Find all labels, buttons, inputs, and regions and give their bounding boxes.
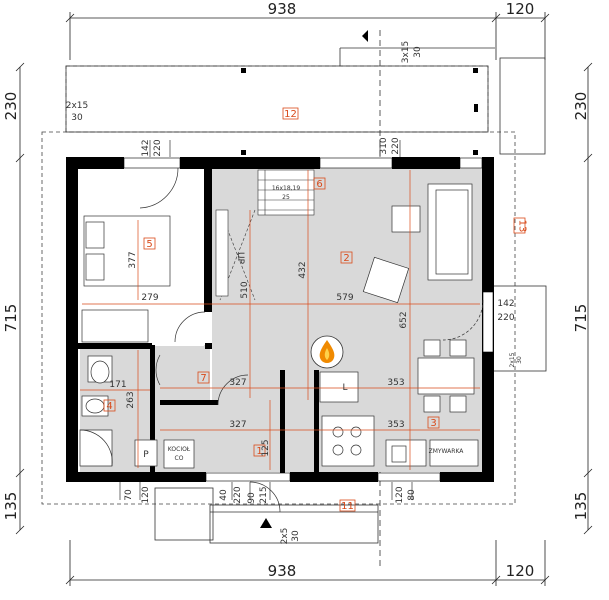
dim-279: 279 — [141, 293, 158, 303]
room-label-6: 6 — [316, 179, 322, 190]
dim-220-top: 220 — [153, 139, 163, 156]
room-label-1: 1 — [256, 446, 262, 457]
dim-bottom-right: 120 — [506, 562, 535, 580]
dim-579: 579 — [336, 293, 353, 303]
outer-dimension-lines — [15, 12, 593, 586]
dim-left-top: 230 — [2, 92, 20, 121]
windows — [123, 157, 494, 482]
dim-right-bottom: 135 — [572, 492, 590, 521]
dim-bottom-120-left: 120 — [141, 486, 151, 503]
dim-171: 171 — [109, 380, 126, 390]
dim-125: 125 — [261, 439, 271, 456]
top-steps-sub: 30 — [413, 46, 423, 58]
dim-353-lower: 353 — [387, 420, 404, 430]
walls — [66, 157, 494, 482]
dim-bottom-220: 220 — [233, 486, 243, 503]
boiler-note-sub: CO — [175, 455, 184, 462]
dim-353-upper: 353 — [387, 378, 404, 388]
stairs-note-sub: 25 — [282, 194, 290, 201]
dim-142-top: 142 — [141, 139, 151, 156]
side-steps-note: 2x15 — [509, 352, 516, 367]
room-label-4: 4 — [106, 401, 112, 412]
dim-left-mid: 715 — [2, 304, 20, 333]
boiler-note: KOCIOŁ — [168, 446, 191, 453]
dim-top-width: 938 — [268, 0, 297, 18]
stairs-note: 16x18,19 — [272, 185, 301, 192]
room-label-2: 2 — [343, 253, 349, 264]
dining-set — [417, 339, 475, 413]
dim-327-lower: 327 — [229, 420, 246, 430]
kitchen — [319, 371, 479, 467]
dim-bottom-width: 938 — [268, 562, 297, 580]
front-steps-note: 2x5 — [280, 528, 290, 545]
room-label-13: 13 — [517, 220, 528, 233]
dim-327-upper: 327 — [229, 378, 246, 388]
dim-310-top: 310 — [379, 137, 389, 154]
doors — [139, 167, 484, 513]
stairs — [215, 169, 315, 301]
dim-bottom-120-right: 120 — [395, 486, 405, 503]
dim-left-bottom: 135 — [2, 492, 20, 521]
kitchen-note: L — [342, 383, 347, 393]
bottom-sub-dimension-lines — [119, 140, 413, 500]
dim-652: 652 — [399, 311, 409, 328]
dim-432: 432 — [298, 261, 308, 278]
room-labels: 1 2 3 4 5 6 7 11 12 13 — [103, 107, 528, 512]
dim-bottom-90: 90 — [247, 492, 257, 504]
dim-220-right: 220 — [497, 313, 514, 323]
dim-510: 510 — [240, 281, 250, 298]
dim-right-mid: 715 — [572, 304, 590, 333]
dim-263: 263 — [126, 391, 136, 408]
top-steps-note: 3x15 — [401, 41, 411, 64]
dim-bottom-40: 40 — [219, 489, 229, 501]
dim-377: 377 — [128, 251, 138, 268]
living-furniture — [362, 183, 473, 304]
dim-220-top-right: 220 — [391, 137, 401, 154]
stair-up-note: UP — [235, 252, 245, 265]
room-label-12: 12 — [284, 109, 297, 120]
dim-bottom-80: 80 — [407, 489, 417, 501]
dim-right-top: 230 — [572, 92, 590, 121]
side-steps-sub: 30 — [516, 356, 523, 364]
dim-142-right: 142 — [497, 299, 514, 309]
dim-bottom-70: 70 — [124, 489, 134, 501]
room-label-3: 3 — [430, 418, 436, 429]
dim-top-right: 120 — [506, 0, 535, 18]
inner-dimension-labels: 142 220 310 220 377 279 510 432 579 652 … — [109, 137, 514, 504]
bed — [81, 215, 171, 343]
room-label-11: 11 — [341, 501, 354, 512]
fireplace — [310, 335, 344, 369]
terrace-steps-note: 2x15 — [66, 101, 89, 111]
plan-notes: 16x18,19 25 2x15 30 3x15 30 2x5 30 2x15 … — [66, 41, 523, 545]
dim-bottom-215: 215 — [259, 486, 269, 503]
terrace-steps-sub: 30 — [71, 113, 83, 123]
front-steps-sub: 30 — [291, 530, 301, 542]
bathroom-fixtures — [79, 355, 195, 469]
sink-note: ZMYWARKA — [429, 448, 465, 455]
inner-dimension-lines — [80, 170, 480, 470]
room-label-5: 5 — [146, 239, 152, 250]
entry-markers — [241, 30, 478, 528]
pantry-note: P — [143, 450, 149, 460]
room-label-7: 7 — [200, 373, 206, 384]
